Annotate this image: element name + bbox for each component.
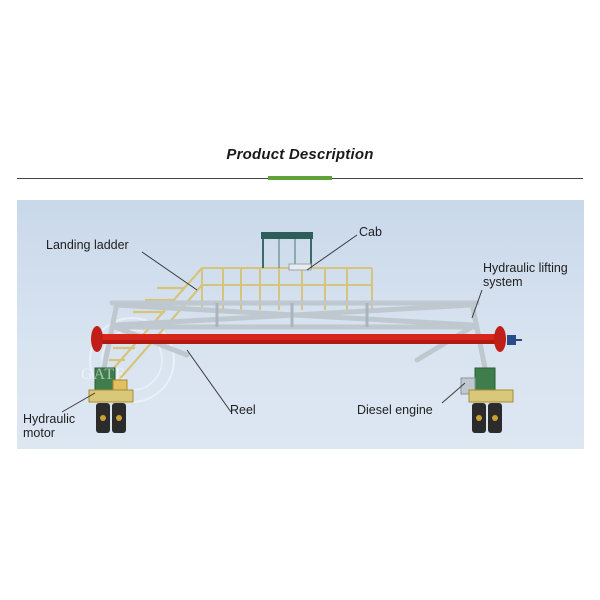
label-hydraulic-motor: Hydraulic motor: [23, 412, 76, 440]
machine-diagram: GATE Landing ladder Cab Hydraulic liftin…: [17, 200, 584, 449]
label-hydraulic-lifting-system: Hydraulic lifting system: [483, 261, 568, 289]
cab: [261, 232, 313, 271]
label-landing-ladder: Landing ladder: [46, 238, 129, 252]
label-diesel-engine: Diesel engine: [357, 403, 433, 417]
frame-posts: [215, 303, 369, 327]
label-reel: Reel: [230, 403, 256, 417]
left-wheel-assembly: [88, 367, 134, 433]
label-leader-lines: [61, 234, 483, 413]
label-cab: Cab: [359, 225, 382, 239]
right-wheel-assembly: [460, 367, 514, 433]
machine-illustration: [61, 232, 522, 433]
title-divider-accent: [268, 176, 332, 180]
section-title: Product Description: [226, 146, 374, 163]
reel: [91, 326, 522, 352]
watermark-text: GATE: [81, 366, 126, 383]
